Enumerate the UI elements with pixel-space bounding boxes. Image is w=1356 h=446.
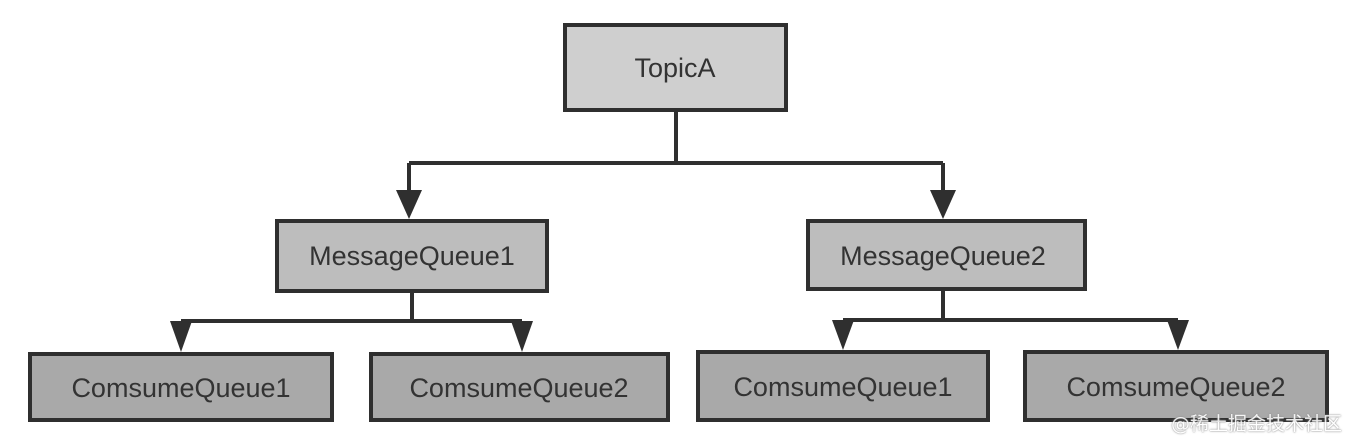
message-queue-1-label: MessageQueue1 — [309, 241, 515, 271]
arrowhead-to-mq1-cq2 — [511, 321, 533, 352]
mq1-consume-queue-2-label: ComsumeQueue2 — [409, 373, 628, 403]
connector-mq1-to-cqs — [170, 291, 533, 352]
arrowhead-to-mq1 — [396, 190, 422, 219]
mq2-consume-queue-2-label: ComsumeQueue2 — [1066, 372, 1285, 402]
topic-node: TopicA — [563, 23, 788, 112]
arrowhead-to-mq2 — [930, 190, 956, 219]
mq1-consume-queue-1-label: ComsumeQueue1 — [71, 373, 290, 403]
mq2-consume-queue-1-node: ComsumeQueue1 — [696, 350, 990, 422]
message-queue-2-label: MessageQueue2 — [840, 241, 1046, 271]
connector-topic-to-queues — [396, 110, 956, 219]
mq1-consume-queue-1-node: ComsumeQueue1 — [28, 352, 334, 422]
mq1-consume-queue-2-node: ComsumeQueue2 — [369, 352, 670, 422]
message-queue-1-node: MessageQueue1 — [275, 219, 549, 293]
message-queue-2-node: MessageQueue2 — [806, 219, 1087, 291]
arrowhead-to-mq2-cq1 — [832, 320, 854, 350]
mq2-consume-queue-1-label: ComsumeQueue1 — [733, 372, 952, 402]
arrowhead-to-mq1-cq1 — [170, 321, 192, 352]
connector-mq2-to-cqs — [832, 289, 1189, 350]
watermark-text: @稀土掘金技术社区 — [1170, 413, 1342, 435]
mq2-consume-queue-2-node: ComsumeQueue2 — [1023, 350, 1329, 422]
topic-label: TopicA — [634, 53, 715, 83]
arrowhead-to-mq2-cq2 — [1167, 320, 1189, 350]
